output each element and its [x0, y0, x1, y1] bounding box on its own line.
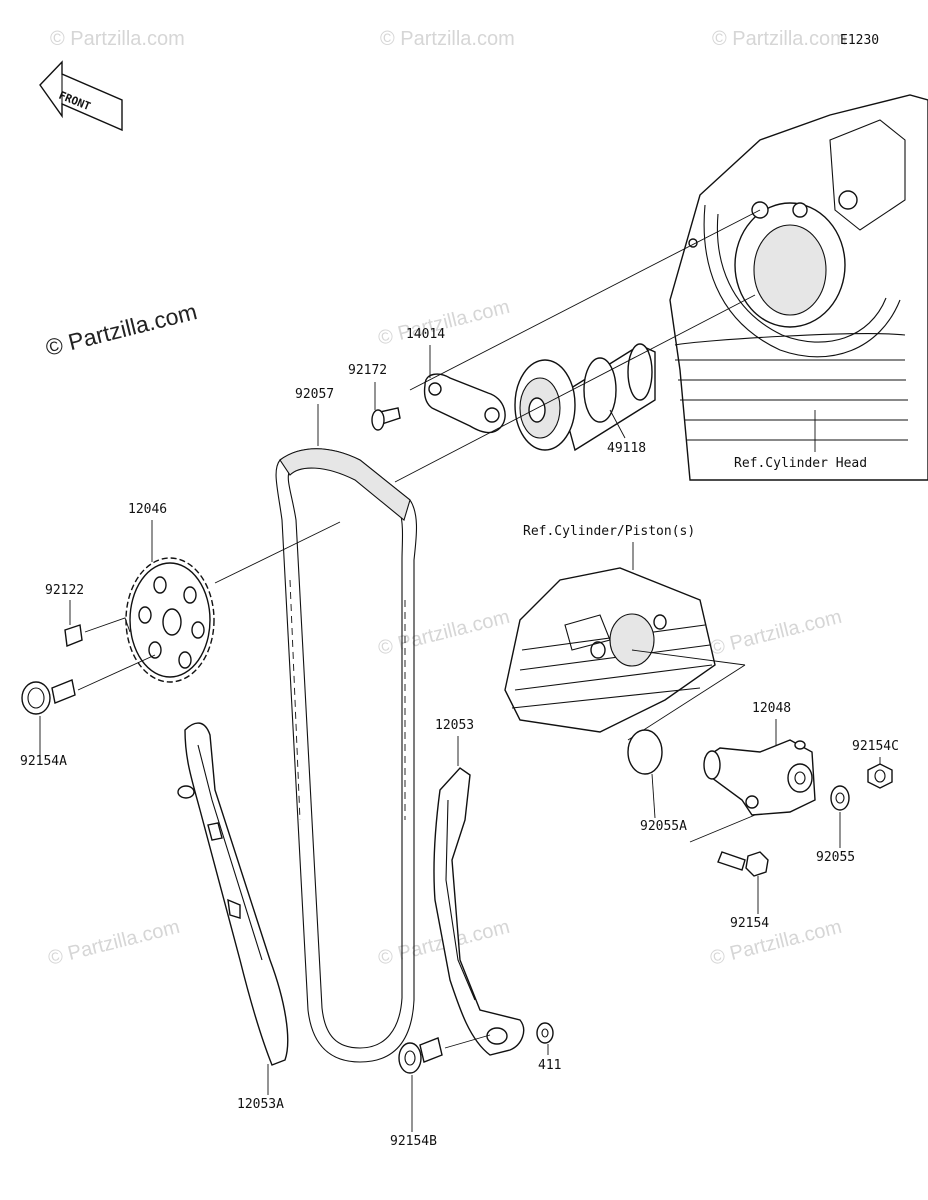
label-92154A: 92154A	[20, 754, 67, 769]
tensioner-bolt	[717, 851, 769, 877]
label-92154C: 92154C	[852, 739, 899, 754]
chain-guide-left	[177, 722, 289, 1066]
plate	[423, 373, 506, 434]
label-411: 411	[538, 1058, 561, 1073]
label-92154B: 92154B	[390, 1134, 437, 1149]
washer-92055	[830, 785, 850, 811]
camshaft	[514, 343, 656, 452]
label-92172: 92172	[348, 363, 387, 378]
watermark: © Partzilla.com	[708, 916, 844, 970]
flange-nut	[867, 763, 893, 789]
watermark: © Partzilla.com	[50, 28, 185, 50]
cam-chain	[275, 448, 418, 1063]
screw	[371, 407, 401, 431]
label-ref-cylinder-head: Ref.Cylinder Head	[734, 456, 867, 471]
front-arrow-icon: FRONT	[39, 60, 123, 132]
label-92055A: 92055A	[640, 819, 687, 834]
watermark: © Partzilla.com	[708, 606, 844, 660]
chain-guide-right	[433, 767, 525, 1056]
bolt	[21, 679, 76, 715]
shoulder-bolt	[398, 1037, 443, 1074]
label-12048: 12048	[752, 701, 791, 716]
label-92057: 92057	[295, 387, 334, 402]
chain-tensioner	[703, 739, 816, 816]
dowel-pin	[64, 624, 83, 647]
label-92055: 92055	[816, 850, 855, 865]
washer	[536, 1022, 554, 1044]
label-12046: 12046	[128, 502, 167, 517]
watermark: © Partzilla.com	[46, 916, 182, 970]
watermark: © Partzilla.com	[380, 28, 515, 50]
o-ring	[627, 729, 663, 775]
label-12053A: 12053A	[237, 1097, 284, 1112]
label-49118: 49118	[607, 441, 646, 456]
label-14014: 14014	[406, 327, 445, 342]
cylinder-block	[504, 567, 716, 733]
cylinder-head	[669, 94, 928, 481]
label-ref-cylinder-piston: Ref.Cylinder/Piston(s)	[523, 524, 695, 539]
watermark: © Partzilla.com	[376, 606, 512, 660]
label-92122: 92122	[45, 583, 84, 598]
partzilla-logo-text: © Partzilla.com	[43, 298, 200, 361]
label-12053: 12053	[435, 718, 474, 733]
watermark: © Partzilla.com	[712, 28, 847, 50]
diagram-code: E1230	[840, 33, 879, 48]
label-92154: 92154	[730, 916, 769, 931]
sprocket	[125, 557, 215, 683]
